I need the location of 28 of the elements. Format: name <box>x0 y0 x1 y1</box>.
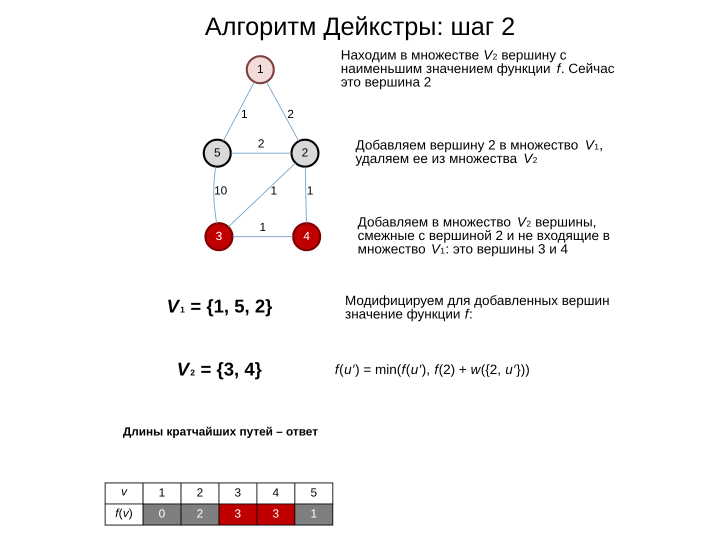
label: 3 <box>272 506 280 521</box>
label: Добавляем вершину 2 в множество V1, удаляем ее из множества V2 <box>356 138 604 166</box>
label: f(v) <box>115 506 133 520</box>
diagram-title: Алгоритм Дейкстры: шаг 2 <box>204 13 516 42</box>
label: f(u′) = min(f(u′), f(2) + w({2, u′})) <box>334 362 530 377</box>
label: 3 <box>234 486 242 500</box>
label: 3 <box>234 506 242 521</box>
edge-label: 1 <box>270 184 278 198</box>
label: 4 <box>272 486 280 500</box>
edge-label: 2 <box>258 136 264 150</box>
label: V1 = {1, 5, 2} <box>166 295 272 316</box>
label: 1 <box>158 486 166 500</box>
edge-label: 1 <box>306 184 314 198</box>
label: 1 <box>310 506 318 521</box>
label: Длины кратчайших путей – ответ <box>122 424 318 438</box>
label: Добавляем в множество V2 вершины, смежные с вершиной 2 и не входящие в множество V1: это вершины 3 и 4 <box>358 214 610 256</box>
edge-label: 1 <box>260 220 266 234</box>
label: 5 <box>310 486 318 500</box>
label: 0 <box>158 506 166 521</box>
label: Находим в множестве V2 вершину с наименьшим значением функции f. Сейчас это вершина 2 <box>340 47 614 90</box>
label: 2 <box>196 506 204 521</box>
label: V2 = {3, 4} <box>176 358 262 380</box>
edge-label: 1 <box>240 106 248 121</box>
edge-label: 2 <box>287 106 294 121</box>
label: Модифицируем для добавленных вершин значение функции f: <box>345 292 610 322</box>
edge-label: 10 <box>214 184 228 198</box>
label: 2 <box>196 486 204 500</box>
label: v <box>121 484 128 499</box>
